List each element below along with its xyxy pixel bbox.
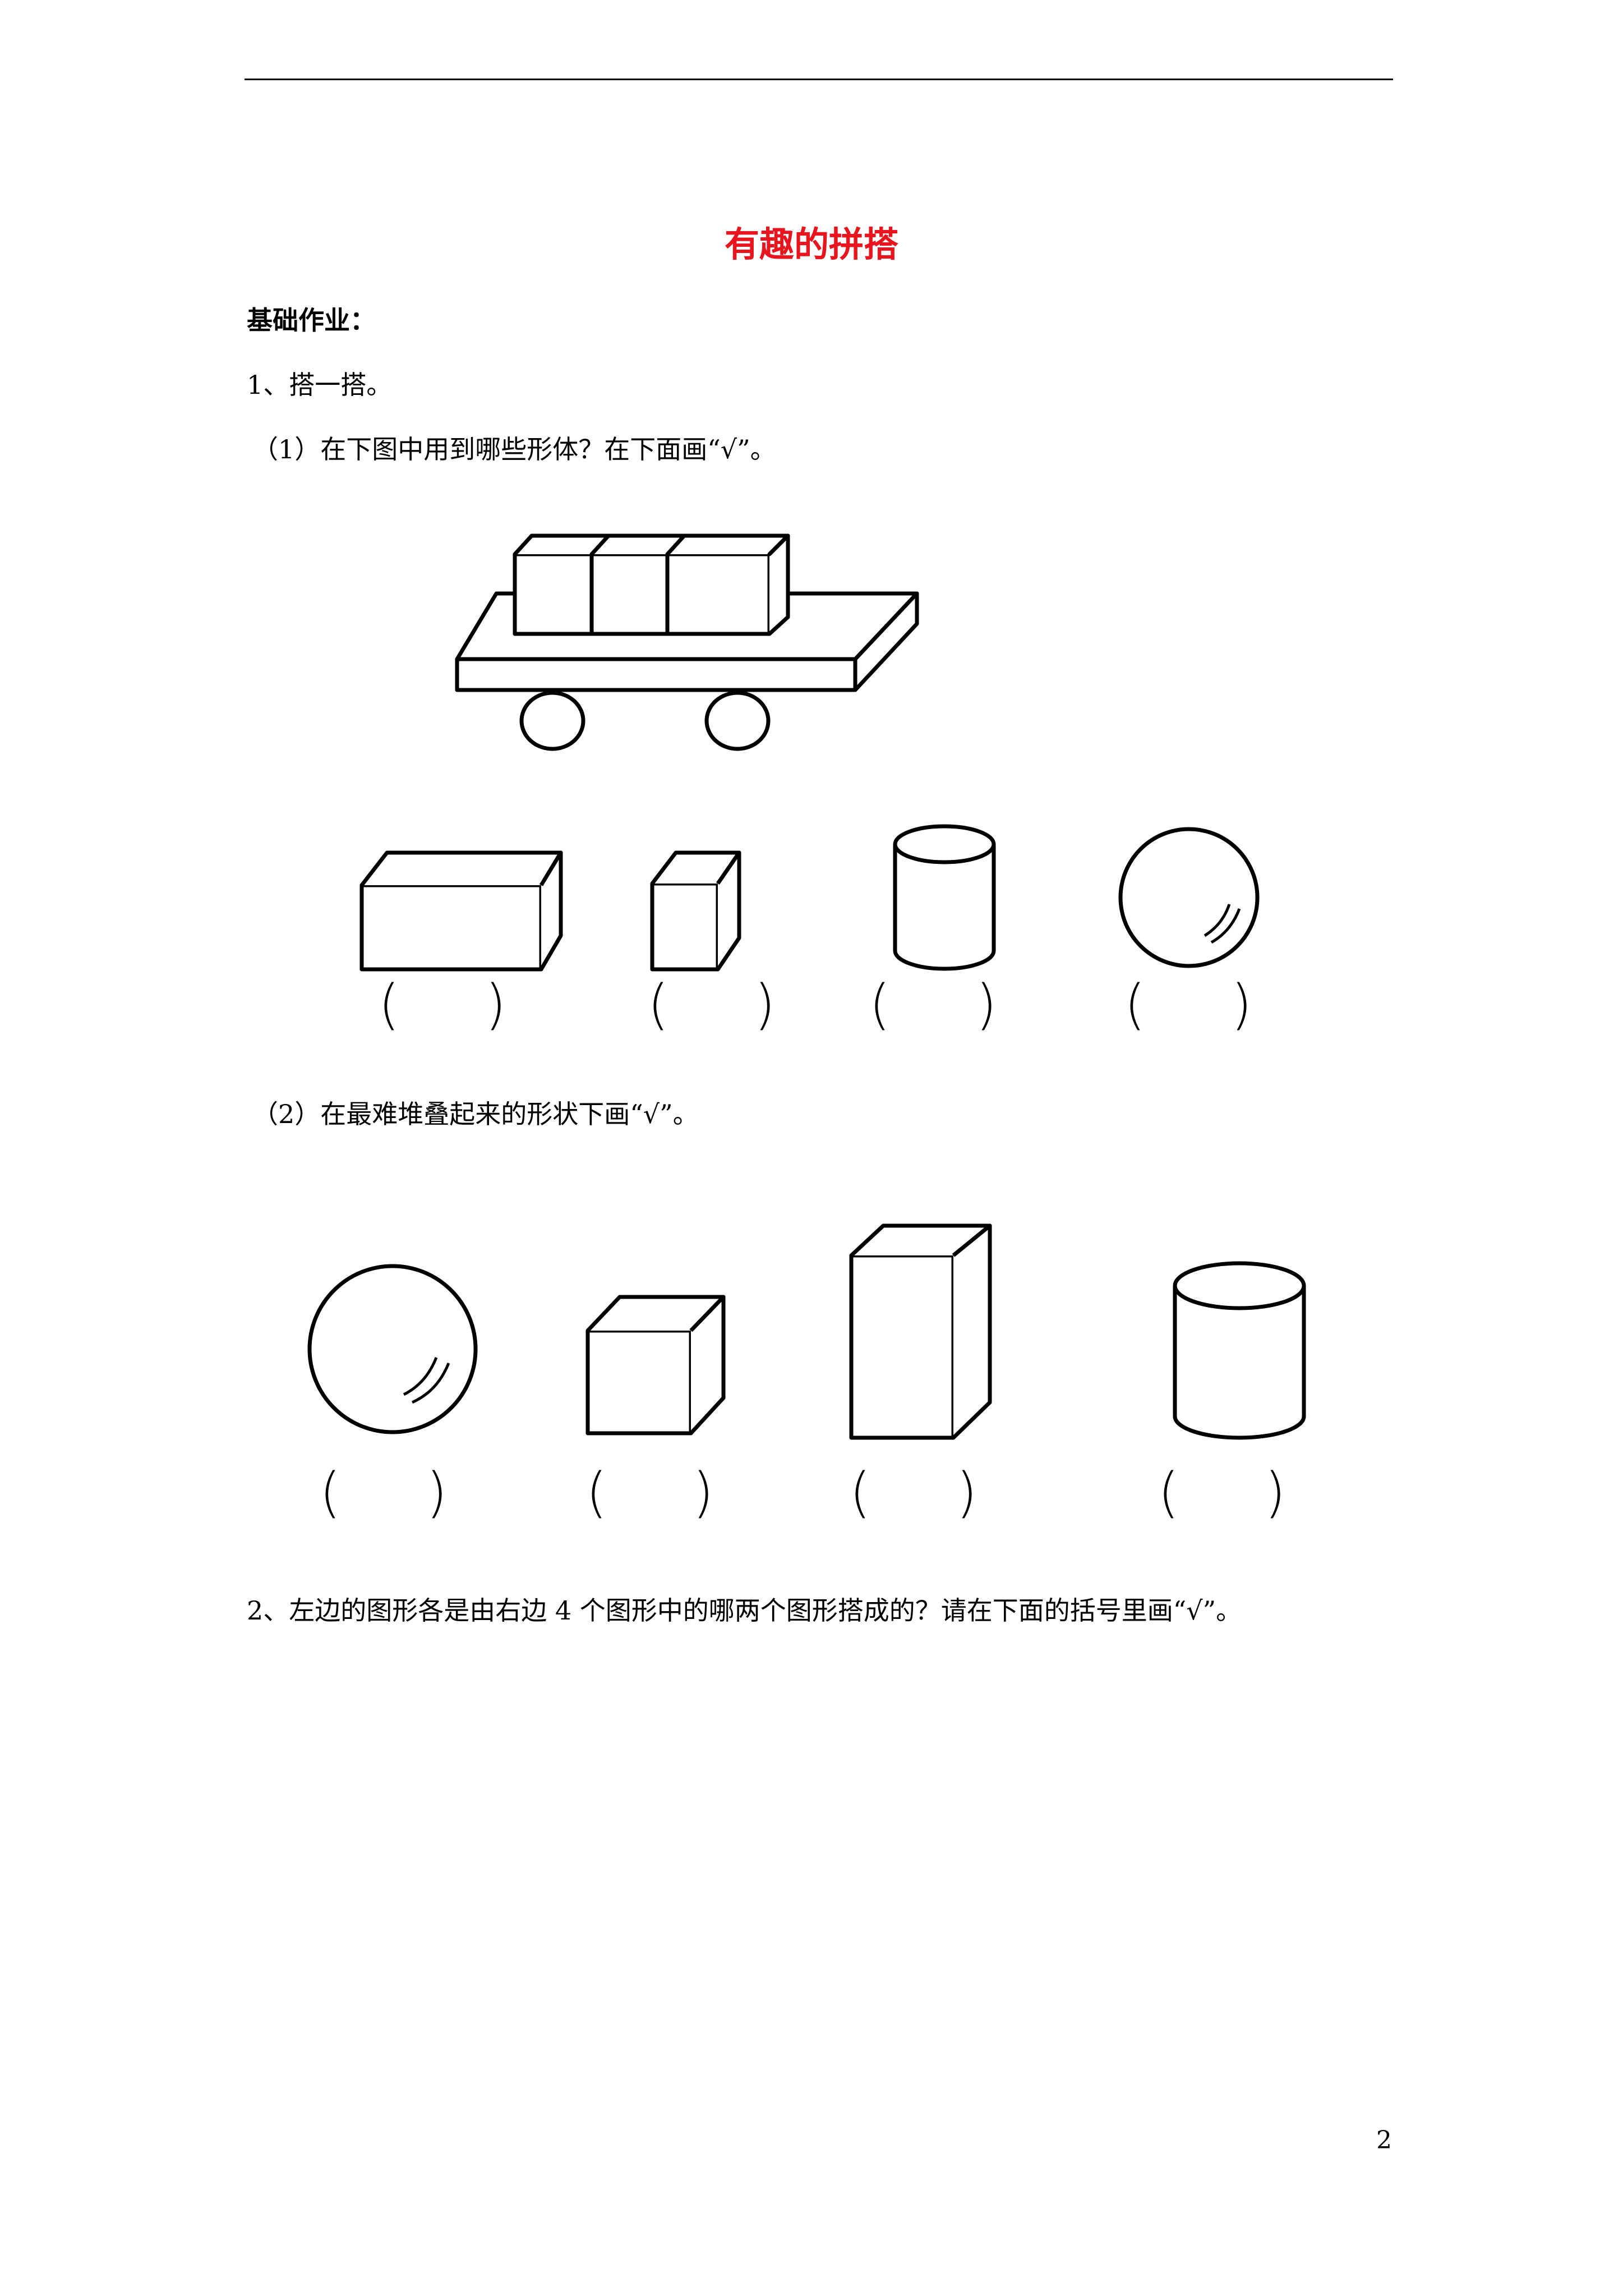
page-title: 有趣的拼搭 xyxy=(724,224,898,265)
cube-icon xyxy=(585,1295,726,1435)
section-heading: 基础作业： xyxy=(247,305,376,335)
answer-box[interactable]: ( ) xyxy=(850,1461,978,1524)
answer-box[interactable]: ( ) xyxy=(869,973,997,1036)
sphere-icon xyxy=(307,1264,478,1434)
question-2-label: 2、左边的图形各是由右边 4 个图形中的哪两个图形搭成的？请在下面的括号里画“√… xyxy=(247,1595,1242,1626)
cylinder-icon xyxy=(893,824,996,971)
question-1-part-1: （1）在下图中用到哪些形体？在下面画“√”。 xyxy=(252,434,776,464)
question-1-part-2: （2）在最难堆叠起来的形状下画“√”。 xyxy=(252,1099,699,1129)
answer-box[interactable]: ( ) xyxy=(320,1461,448,1524)
header-rule xyxy=(245,79,1393,80)
answer-box[interactable]: ( ) xyxy=(379,973,506,1036)
cube-icon xyxy=(650,850,741,972)
cylinder-icon xyxy=(1173,1261,1306,1440)
cuboid-icon xyxy=(359,850,563,972)
question-1-label: 1、搭一搭。 xyxy=(247,370,393,400)
page-number: 2 xyxy=(1376,2126,1392,2155)
sphere-icon xyxy=(1118,827,1260,968)
tall-cuboid-icon xyxy=(849,1223,992,1440)
answer-box[interactable]: ( ) xyxy=(1158,1461,1286,1524)
answer-box[interactable]: ( ) xyxy=(586,1461,714,1524)
answer-box[interactable]: ( ) xyxy=(1124,973,1252,1036)
answer-box[interactable]: ( ) xyxy=(648,973,776,1036)
